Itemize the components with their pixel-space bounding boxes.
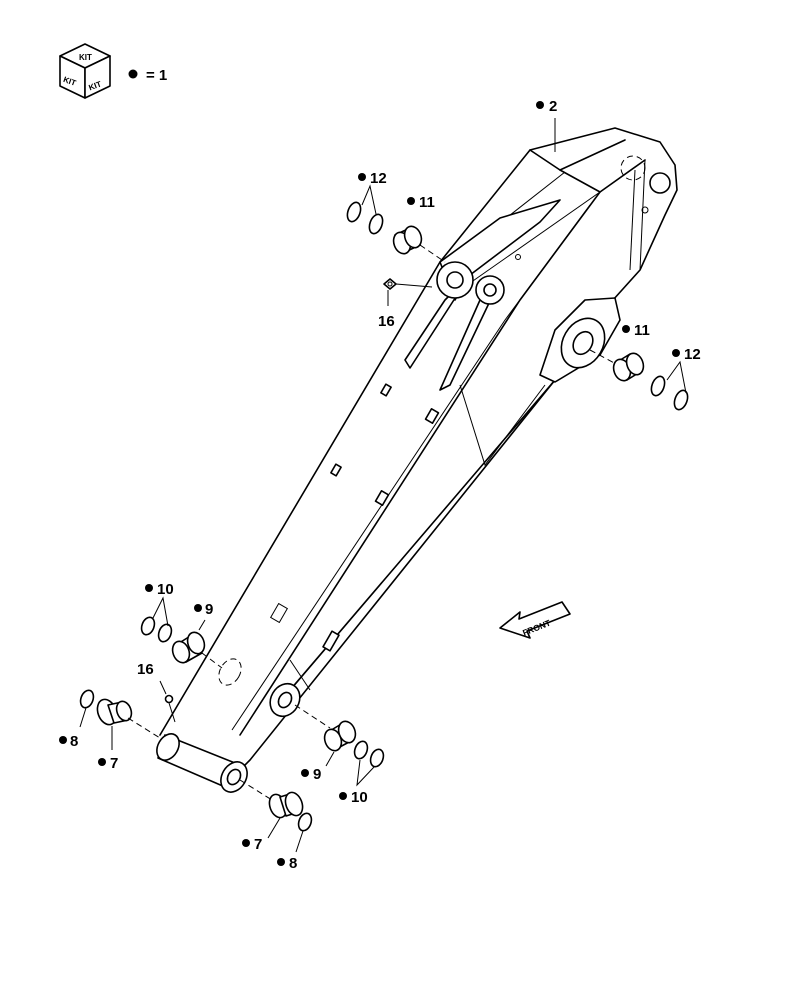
callout-12-right: 12 [672, 346, 701, 363]
svg-text:11: 11 [419, 194, 435, 211]
bushing-11-right [589, 349, 645, 382]
kit-cube-icon: KIT KIT KIT [59, 43, 111, 99]
svg-text:12: 12 [684, 346, 701, 363]
svg-text:8: 8 [70, 733, 78, 750]
callout-8-right: 8 [277, 855, 297, 872]
washer-12b [368, 213, 384, 235]
boom-arm [156, 127, 678, 793]
kit-right-text: KIT [87, 79, 102, 92]
bushing-7-right [239, 779, 304, 839]
callout-10-right: 10 [339, 789, 368, 806]
svg-text:10: 10 [157, 581, 174, 598]
washer-12c [650, 375, 666, 397]
svg-text:11: 11 [634, 322, 650, 339]
callout-12-top: 12 [358, 170, 387, 187]
bushing-7-left [96, 698, 161, 750]
kit-bullet-icon [128, 69, 138, 79]
grease-fitting-16-top [383, 278, 433, 306]
svg-text:9: 9 [313, 766, 321, 783]
washer-8-left [79, 689, 95, 709]
bushing-11-top [392, 225, 446, 263]
callout-11-right: 11 [622, 322, 650, 339]
svg-text:9: 9 [205, 601, 213, 618]
kit-equals-text: = 1 [146, 67, 167, 84]
washer-12d [673, 389, 689, 411]
svg-text:7: 7 [254, 836, 262, 853]
callout-7-left: 7 [98, 755, 118, 772]
svg-text:12: 12 [370, 170, 387, 187]
svg-text:2: 2 [549, 98, 557, 115]
svg-text:8: 8 [289, 855, 297, 872]
front-arrow-icon: FRONT [499, 601, 571, 639]
callout-16-bottom: 16 [137, 661, 154, 678]
top-pin-hole [649, 172, 671, 194]
washer-12a [346, 201, 362, 223]
washer-10a [140, 616, 156, 636]
kit-left-text: KIT [62, 75, 77, 88]
svg-text:16: 16 [378, 313, 395, 330]
svg-text:7: 7 [110, 755, 118, 772]
callout-2: 2 [536, 98, 557, 115]
svg-text:16: 16 [137, 661, 154, 678]
callout-7-right: 7 [242, 836, 262, 853]
kit-legend: KIT KIT KIT = 1 [59, 43, 167, 99]
callout-9-right: 9 [301, 766, 321, 783]
upper-bracket [404, 199, 561, 391]
grease-fitting-16-bottom [159, 680, 176, 723]
callout-10-left: 10 [145, 581, 174, 598]
washer-10d [369, 748, 385, 768]
washer-10b [157, 623, 173, 643]
svg-text:10: 10 [351, 789, 368, 806]
callout-11-top: 11 [407, 194, 435, 211]
callout-8-left: 8 [59, 733, 78, 750]
kit-top-text: KIT [79, 53, 92, 62]
callout-9-left: 9 [194, 601, 213, 618]
washer-8-right [297, 812, 313, 832]
right-boss [539, 297, 621, 383]
washer-10c [353, 740, 369, 760]
foot-tube [156, 733, 248, 793]
callout-16-top: 16 [378, 313, 395, 330]
bushing-9-left [171, 619, 223, 669]
bushing-9-right [294, 704, 357, 767]
